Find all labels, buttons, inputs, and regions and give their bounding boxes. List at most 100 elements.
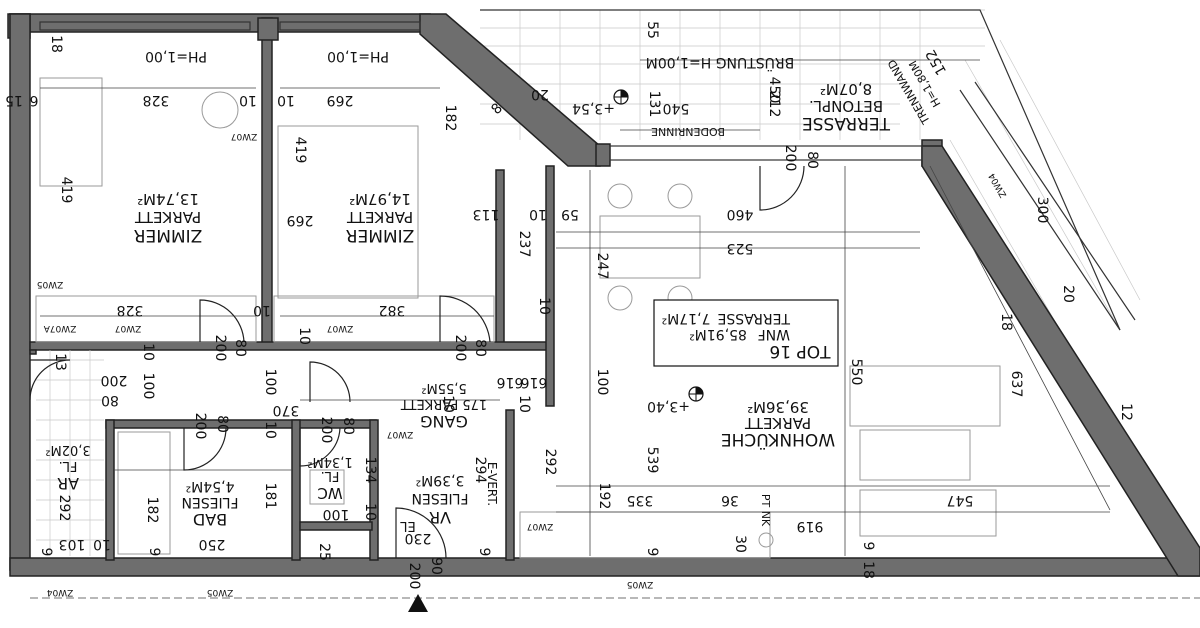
wall-vr-right [505,409,515,561]
dimension-label: 10 [253,302,271,318]
dimension-label: 152 [923,46,950,77]
dimension-label: 919 [797,518,824,534]
dimension-label: 9 [860,542,876,551]
dimension-label: 269 [287,212,314,228]
unit-terrasse-value: 7,17M² [662,310,711,326]
unit-info-box [653,299,839,367]
zw-tag: ZW05 [207,587,234,597]
dimension-label: 103 [59,536,86,552]
door-wc [299,427,341,467]
zw-tag: ZW07 [327,323,354,333]
wall-corridor-top [29,341,551,351]
dimension-label: 20 [531,86,549,102]
zw-tag: ZW07 [387,429,414,439]
wall-bath-left [105,419,115,561]
wall-bath-top [105,419,377,429]
door-ar [29,359,71,401]
level-marker-icon [613,89,629,105]
dimension-label: 181 [262,483,278,510]
room-area-ar: 3,02M² [45,442,90,457]
room-name-vr: VR [429,508,451,527]
window-top-2 [279,21,421,31]
door-zimmer1 [199,299,245,343]
wall-top [9,13,431,33]
dimension-label: 25 [316,543,332,561]
level-marker-icon [688,386,704,402]
dimension-label: 616 [521,374,548,390]
dimension-label: 80 [340,417,356,435]
dimension-label: 182 [144,497,160,524]
dimension-label: 80 [804,151,820,169]
dimension-label: 250 [199,536,226,552]
dimension-label: 59 [561,206,579,222]
el-label: EL [400,518,416,533]
door-terrace [759,165,805,211]
level-340: +3,40 [647,398,690,414]
zw-tag: ZW04 [987,171,1009,199]
room-name-bad: BAD [193,510,227,529]
room-floor-wohnkueche: PARKETT [744,414,811,432]
room-area-terrasse: 8,07M² [820,80,872,98]
evert-label: E-VERT. [485,462,499,506]
dimension-label: 10 [239,92,257,108]
room-name-ar: AR [57,474,79,493]
chair-3 [607,285,633,311]
dimension-label: 9 [476,548,492,557]
dimension-label: 200 [192,413,208,440]
wc-bowl [309,469,345,505]
dimension-label: 328 [143,92,170,108]
wall-zimmer2-right [495,169,505,349]
room-name-zimmer1: ZIMMER [134,225,203,245]
dimension-label: 182 [442,105,458,132]
room-floor-zimmer1: PARKETT [134,208,201,226]
dimension-label: 192 [596,483,612,510]
window-top-1 [39,21,251,31]
wardrobe-zimmer2 [273,295,495,343]
zw-tag: ZW07A [43,323,77,333]
table [859,429,971,481]
door-entry [395,507,447,559]
dimension-label: 523 [727,240,754,256]
door-bath [183,427,227,471]
dimension-label: 370 [273,402,300,418]
dimension-label: 200 [406,563,422,590]
wall-terrace-base [595,143,611,167]
dimension-label: 294 [472,457,488,484]
dimension-label: 200 [212,335,228,362]
dimension-label: 212 [766,91,782,118]
dimension-label: 134 [362,457,378,484]
bed-zimmer1 [39,77,103,187]
room-floor-wc: FL. [321,468,340,483]
room-area-gang: 5,55M² [421,380,466,395]
dimension-label: 9 [38,548,54,557]
room-name-terrasse: TERRASSE [802,113,891,133]
wall-zimmer-divider [261,17,273,349]
dimension-label: 419 [292,137,308,164]
dimension-label: 550 [848,359,864,386]
room-floor-ar: FL. [59,458,78,473]
dimension-label: 230 [405,530,432,546]
dimension-label: 247 [594,253,610,280]
unit-wnf-label: WNF [758,326,790,342]
terrace-edge [480,9,1121,331]
door-gang [309,361,351,403]
furniture [30,9,1200,599]
dimension-label: 237 [516,231,532,258]
wall-bath-right [291,419,301,561]
couch [859,489,997,537]
dimension-label: 200 [782,145,798,172]
bathtub [117,431,171,555]
zw-tag: ZW07 [231,131,258,141]
terrace-tiles [480,9,1141,331]
dimension-label: 9 [146,548,162,557]
dimension-label: 18 [998,313,1014,331]
dimension-label: 10 [140,343,156,361]
dimension-label: 200 [318,417,334,444]
room-floor-vr: FLIESEN [411,490,468,506]
room-area-bad: 4,54M² [186,478,235,494]
dimension-label: 100 [140,373,156,400]
wall-zimmer-stub [257,17,279,41]
dimension-label: 100 [323,506,350,522]
chair-1 [607,183,633,209]
room-floor-bad: FLIESEN [181,494,238,510]
